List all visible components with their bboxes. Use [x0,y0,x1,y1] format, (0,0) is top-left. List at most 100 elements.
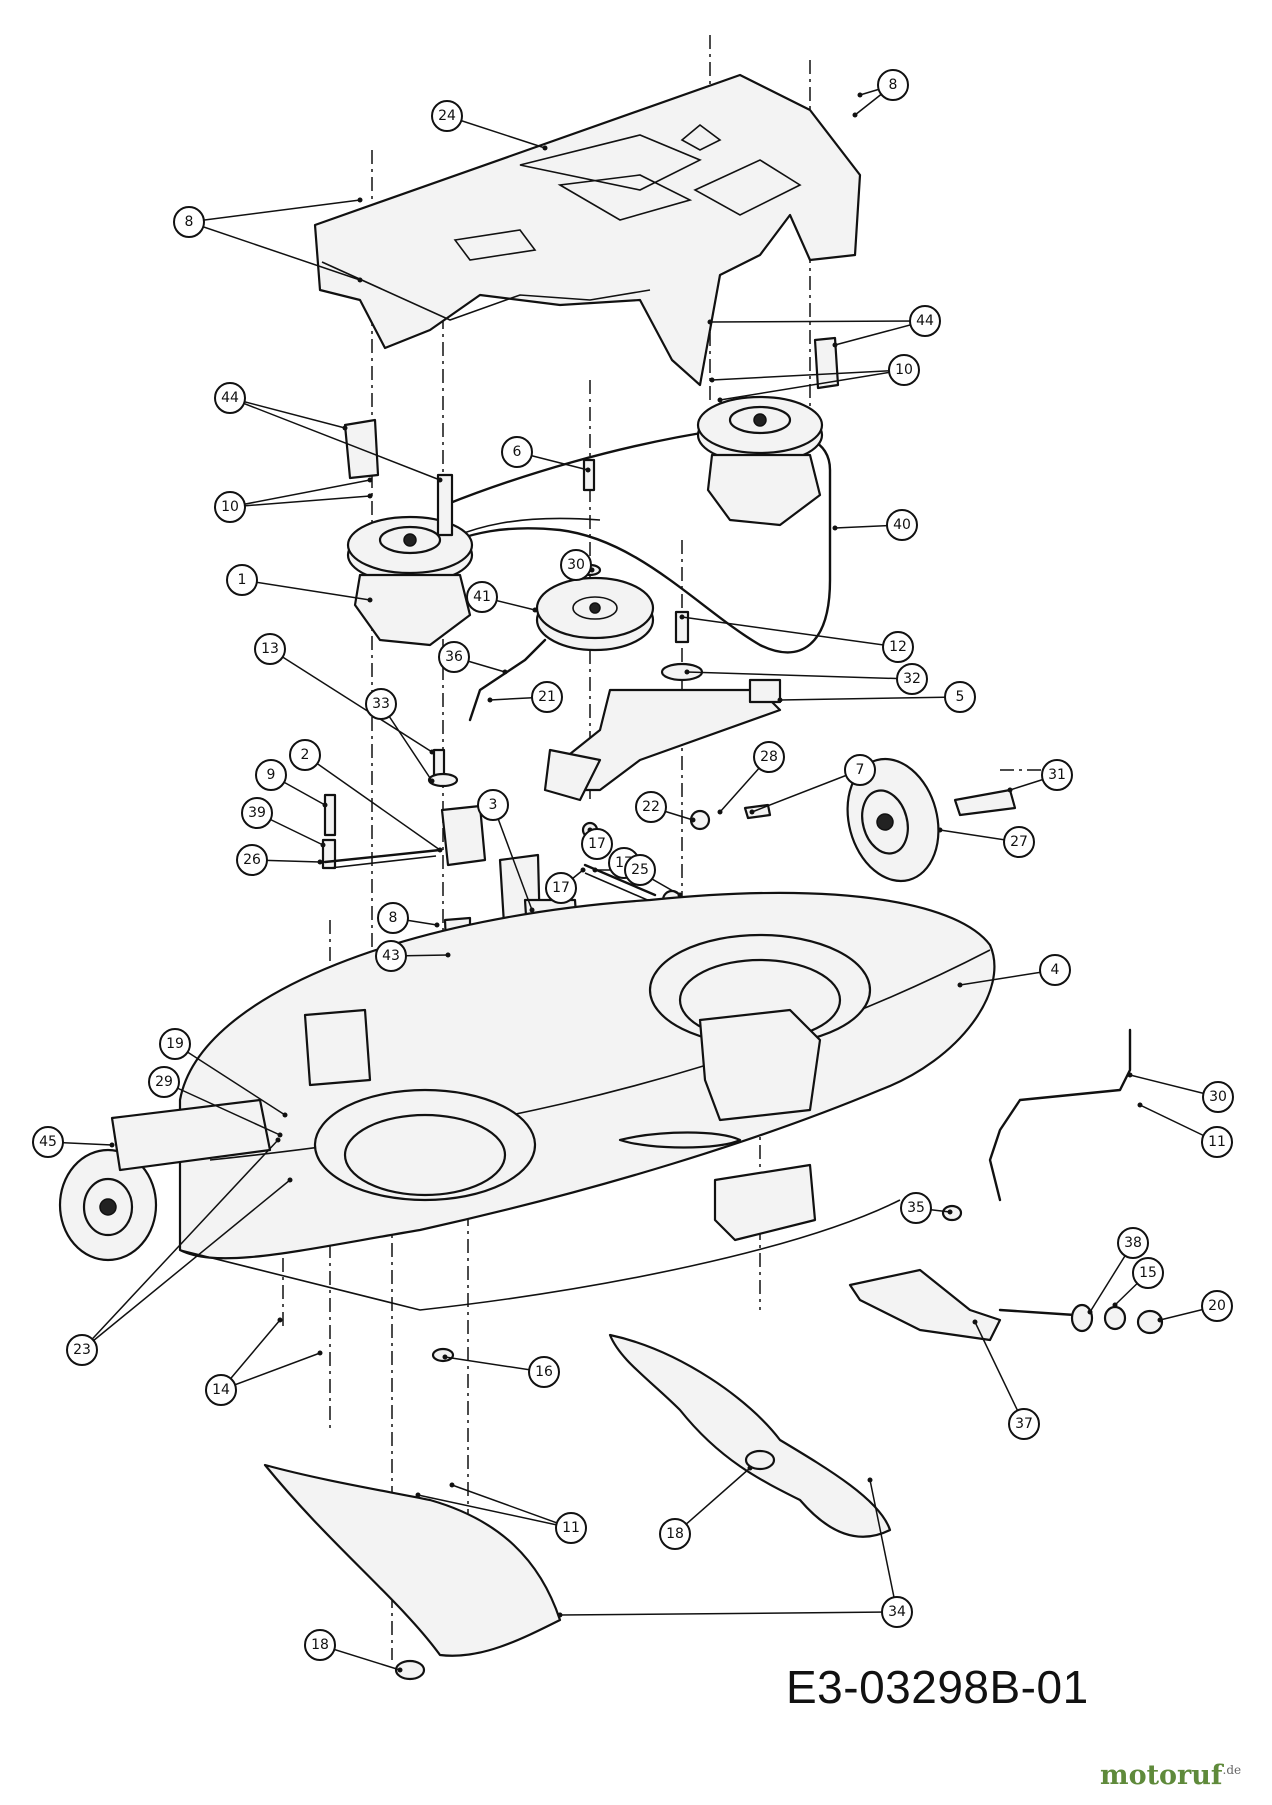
leader-tip-22 [690,817,696,823]
leader-tip-29 [277,1132,283,1138]
callout-label: 10 [221,499,239,515]
leader-tip-40 [832,525,838,531]
callout-25: 25 [624,854,656,886]
callout-circle [66,1334,98,1366]
callout-circle [1117,1227,1149,1259]
leader-tip-30 [1127,1072,1133,1078]
leader-tip-12 [679,614,685,620]
idler-pulley [535,576,655,652]
callout-24: 24 [431,100,463,132]
callout-label: 24 [438,108,456,124]
callout-label: 34 [888,1604,906,1620]
callout-label: 19 [166,1036,184,1052]
leader-tip-1 [367,597,373,603]
callout-label: 14 [212,1382,230,1398]
callout-circle [466,581,498,613]
callout-circle [1041,759,1073,791]
callout-circle [477,789,509,821]
callout-label: 6 [513,444,522,460]
callout-23: 23 [66,1334,98,1366]
callout-17: 17 [545,872,577,904]
leader-tip-3 [529,907,535,913]
leader-tip-14 [317,1350,323,1356]
leader-line-44 [229,397,441,481]
callout-37: 37 [1008,1408,1040,1440]
callout-circle [888,354,920,386]
callout-18: 18 [659,1518,691,1550]
callout-circle [624,854,656,886]
leader-line-8 [188,221,361,281]
leader-tip-9 [322,802,328,808]
callout-label: 18 [311,1637,329,1653]
callout-label: 39 [248,805,266,821]
leader-tip-8 [357,277,363,283]
leader-line-16 [444,1356,545,1373]
callout-label: 30 [1209,1089,1227,1105]
callout-label: 4 [1051,962,1060,978]
callout-label: 38 [1124,1235,1142,1251]
leader-line-32 [686,671,913,680]
callout-label: 9 [267,767,276,783]
spindle-right [696,395,824,527]
callout-label: 1 [238,572,247,588]
leader-tip-10 [709,377,715,383]
leader-tip-20 [1157,1317,1163,1323]
callout-label: 27 [1010,834,1028,850]
callout-circle [581,828,613,860]
leader-line-10 [711,369,905,381]
leader-line-8 [188,199,361,223]
callout-2: 2 [289,739,321,771]
callout-circle [882,631,914,663]
callout-circle [1039,954,1071,986]
leader-line-11 [451,1484,572,1529]
leader-tip-35 [947,1209,953,1215]
callout-circle [377,902,409,934]
callout-label: 35 [907,1200,925,1216]
leader-tip-13 [429,749,435,755]
leader-tip-23 [275,1137,281,1143]
callout-label: 41 [473,589,491,605]
leader-line-37 [974,1321,1025,1425]
leader-tip-32 [684,669,690,675]
leader-line-34 [559,1611,898,1616]
callout-44: 44 [909,305,941,337]
leader-tip-24 [542,145,548,151]
callout-14: 14 [205,1374,237,1406]
callout-9: 9 [255,759,287,791]
callout-label: 36 [445,649,463,665]
callout-label: 23 [73,1342,91,1358]
callout-circle [214,382,246,414]
leader-line-3 [492,804,533,911]
leader-tip-41 [532,607,538,613]
leader-line-2 [304,754,441,851]
callout-circle [900,1192,932,1224]
callout-circle [635,791,667,823]
callout-circle [560,549,592,581]
leader-tip-31 [1007,787,1013,793]
callout-31: 31 [1041,759,1073,791]
callout-10: 10 [888,354,920,386]
callout-label: 31 [1048,767,1066,783]
leader-tip-28 [717,809,723,815]
callout-label: 43 [382,948,400,964]
callout-label: 17 [552,880,570,896]
callout-11: 11 [555,1512,587,1544]
callout-16: 16 [528,1356,560,1388]
callout-label: 29 [155,1074,173,1090]
callout-30: 30 [1202,1081,1234,1113]
callout-circle [545,872,577,904]
callout-circle [205,1374,237,1406]
leader-line-23 [81,1179,291,1351]
callout-label: 33 [372,696,390,712]
callout-30: 30 [560,549,592,581]
callout-38: 38 [1117,1227,1149,1259]
callout-circle [909,305,941,337]
callout-label: 32 [903,671,921,687]
rod-36 [468,638,547,722]
callout-circle [375,940,407,972]
callout-label: 13 [261,641,279,657]
springs [323,848,657,903]
callout-label: 26 [243,852,261,868]
callout-label: 40 [893,517,911,533]
callout-29: 29 [148,1066,180,1098]
